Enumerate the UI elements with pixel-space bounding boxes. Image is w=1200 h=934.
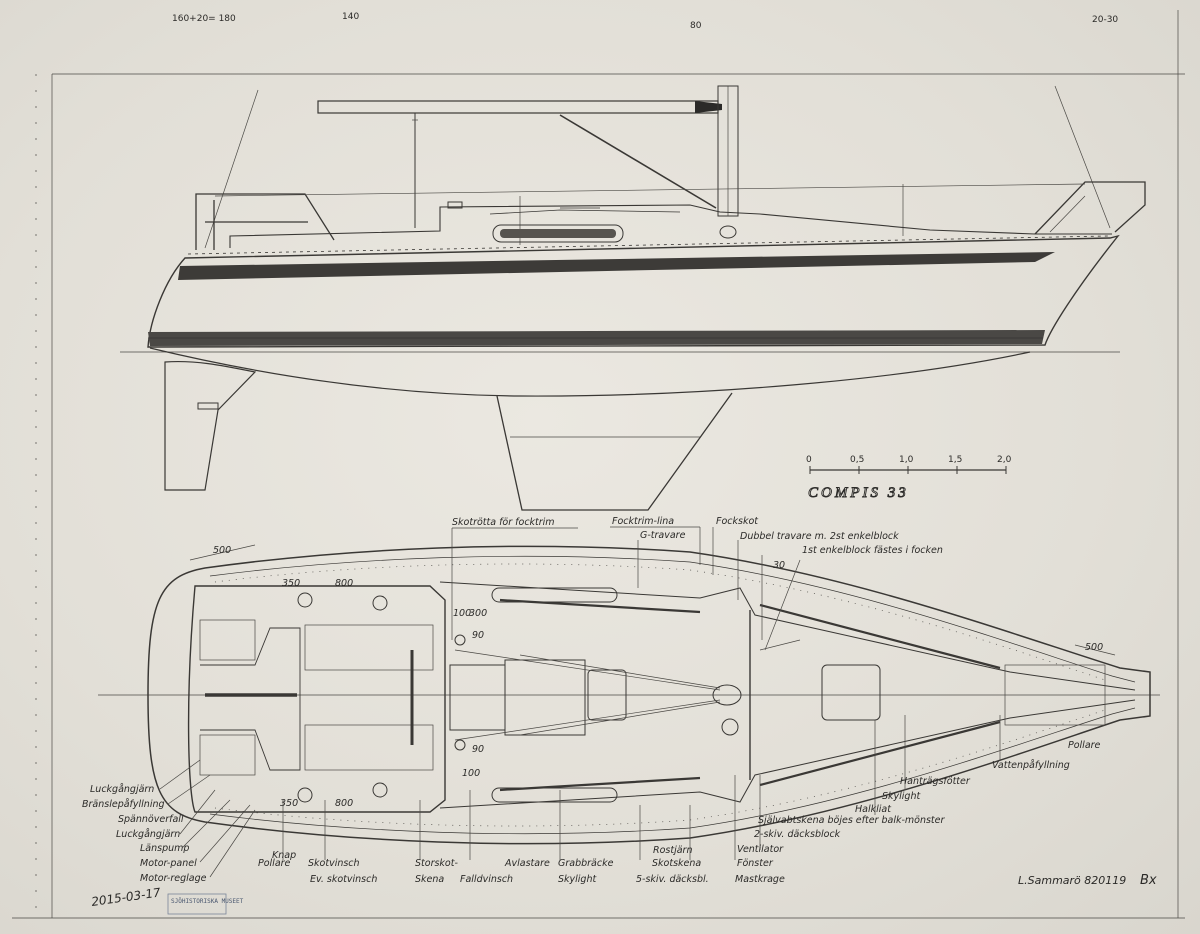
dim-800-top: 800 <box>335 578 353 589</box>
top-dimension-3: 80 <box>690 21 702 31</box>
label-pollare-fore: Pollare <box>1068 740 1101 751</box>
label-5-skiv: 5-skiv. däcksbl. <box>636 874 709 885</box>
archive-stamp: SJÖHISTORISKA MUSEET 2015-03-17 <box>90 885 244 915</box>
label-ev-skotvinsch: Ev. skotvinsch <box>310 874 377 885</box>
underwater-body <box>149 347 1031 397</box>
deck-plan <box>98 545 1160 845</box>
hull-profile <box>147 234 1120 348</box>
label-skotskena: Skotskena <box>652 858 701 869</box>
side-window <box>492 224 624 243</box>
label-2-skiv: 2-skiv. däcksblock <box>754 829 841 840</box>
label-knap: Knap <box>272 850 296 861</box>
cockpit <box>187 585 446 813</box>
top-dimension-2: 140 <box>342 12 359 22</box>
scale-tick-4: 2,0 <box>997 455 1012 465</box>
label-halkliat: Halkliat <box>855 804 892 815</box>
label-vattenpafyllning: Vattenpåfyllning <box>992 760 1070 771</box>
label-enkelblock: 1st enkelblock fästes i focken <box>802 545 943 556</box>
dim-90-bottom: 90 <box>472 744 484 755</box>
label-motor-reglage: Motor-reglage <box>140 873 207 884</box>
label-fonster: Fönster <box>737 858 774 869</box>
label-hantragsfotter: Hanträgsfötter <box>900 776 971 787</box>
top-dimension-1: 160+20= 180 <box>172 14 236 24</box>
label-skylight-bottom: Skylight <box>558 874 597 885</box>
side-profile <box>147 85 1146 511</box>
dim-90-top: 90 <box>472 630 484 641</box>
label-pollare-aft: Pollare <box>258 858 291 869</box>
label-storskot: Storskot- <box>415 858 458 869</box>
label-rostjarn: Rostjärn <box>653 845 692 856</box>
archive-date: 2015-03-17 <box>90 885 161 909</box>
scale-tick-2: 1,0 <box>899 455 914 465</box>
cabin-roof <box>229 204 1112 248</box>
scale-tick-0: 0 <box>806 455 812 465</box>
label-focktrim-lina: Focktrim-lina <box>612 516 674 527</box>
bow-pulpit <box>1034 181 1146 235</box>
label-falldvinsch: Falldvinsch <box>460 874 513 885</box>
winch-port <box>297 592 313 608</box>
dim-350-top: 350 <box>282 578 300 589</box>
corner-note: 20-30 <box>1092 15 1118 25</box>
label-luckgangjarn-1: Luckgångjärn <box>90 784 154 795</box>
sheer-stripe <box>178 252 1055 280</box>
skylight-aft <box>587 669 627 721</box>
side-ventilator <box>719 225 737 239</box>
label-lanspump: Länspump <box>140 843 189 854</box>
label-ventilator: Ventilator <box>737 844 784 855</box>
scale-tick-1: 0,5 <box>850 455 864 465</box>
deck-outline <box>147 545 1151 845</box>
label-skotvinsch: Skotvinsch <box>308 858 360 869</box>
winch-starboard <box>297 787 313 803</box>
boom <box>317 100 719 114</box>
label-dubbel-travare: Dubbel travare m. 2st enkelblock <box>740 531 899 542</box>
dim-100: 100 <box>453 608 471 619</box>
dim-100-bottom: 100 <box>462 768 480 779</box>
boom-vang <box>559 114 717 209</box>
label-motor-panel: Motor-panel <box>140 858 197 869</box>
label-skotrotta: Skotrötta för focktrim <box>452 517 555 528</box>
dimension-lines: 500 500 350 800 350 800 100 300 90 90 10… <box>189 544 1116 809</box>
label-skena: Skena <box>415 874 444 885</box>
label-bransle: Bränslepåfyllning <box>82 799 165 810</box>
label-grabbracke: Grabbräcke <box>558 858 614 869</box>
dim-800-bottom: 800 <box>335 798 353 809</box>
label-luckgangjarn-2: Luckgångjärn <box>116 829 180 840</box>
dim-500-stern: 500 <box>213 545 231 556</box>
label-fockskot: Fockskot <box>716 516 759 527</box>
leader-lines <box>282 526 1001 860</box>
keel <box>496 392 733 511</box>
label-spannoverfall: Spännöverfall <box>118 814 184 825</box>
signature: L.Sammarö 820119 <box>1018 874 1126 887</box>
drawing-frame <box>12 10 1185 919</box>
stamp-text: SJÖHISTORISKA MUSEET <box>171 898 244 905</box>
stern-pulpit <box>195 193 335 250</box>
label-sjalvabtskena: Självabtskena böjes efter balk-mönster <box>758 815 945 826</box>
dim-300: 300 <box>469 608 487 619</box>
drawing-title: COMPIS 33 <box>808 485 909 501</box>
skylight-fore <box>821 664 881 721</box>
scale-tick-3: 1,5 <box>948 455 962 465</box>
label-skylight-right: Skylight <box>882 791 921 802</box>
rudder-skeg <box>164 361 257 491</box>
boom-end <box>695 101 722 113</box>
dim-30: 30 <box>773 560 785 571</box>
label-avlastare: Avlastare <box>504 858 550 869</box>
label-mastkrage: Mastkrage <box>735 874 785 885</box>
dim-350-bottom: 350 <box>280 798 298 809</box>
label-g-travare: G-travare <box>640 530 686 541</box>
dim-500-bow: 500 <box>1085 642 1103 653</box>
mast-step <box>712 684 742 706</box>
scale-bar: 0 0,5 1,0 1,5 2,0 <box>806 455 1012 474</box>
signature-initials: Bx <box>1140 873 1157 888</box>
